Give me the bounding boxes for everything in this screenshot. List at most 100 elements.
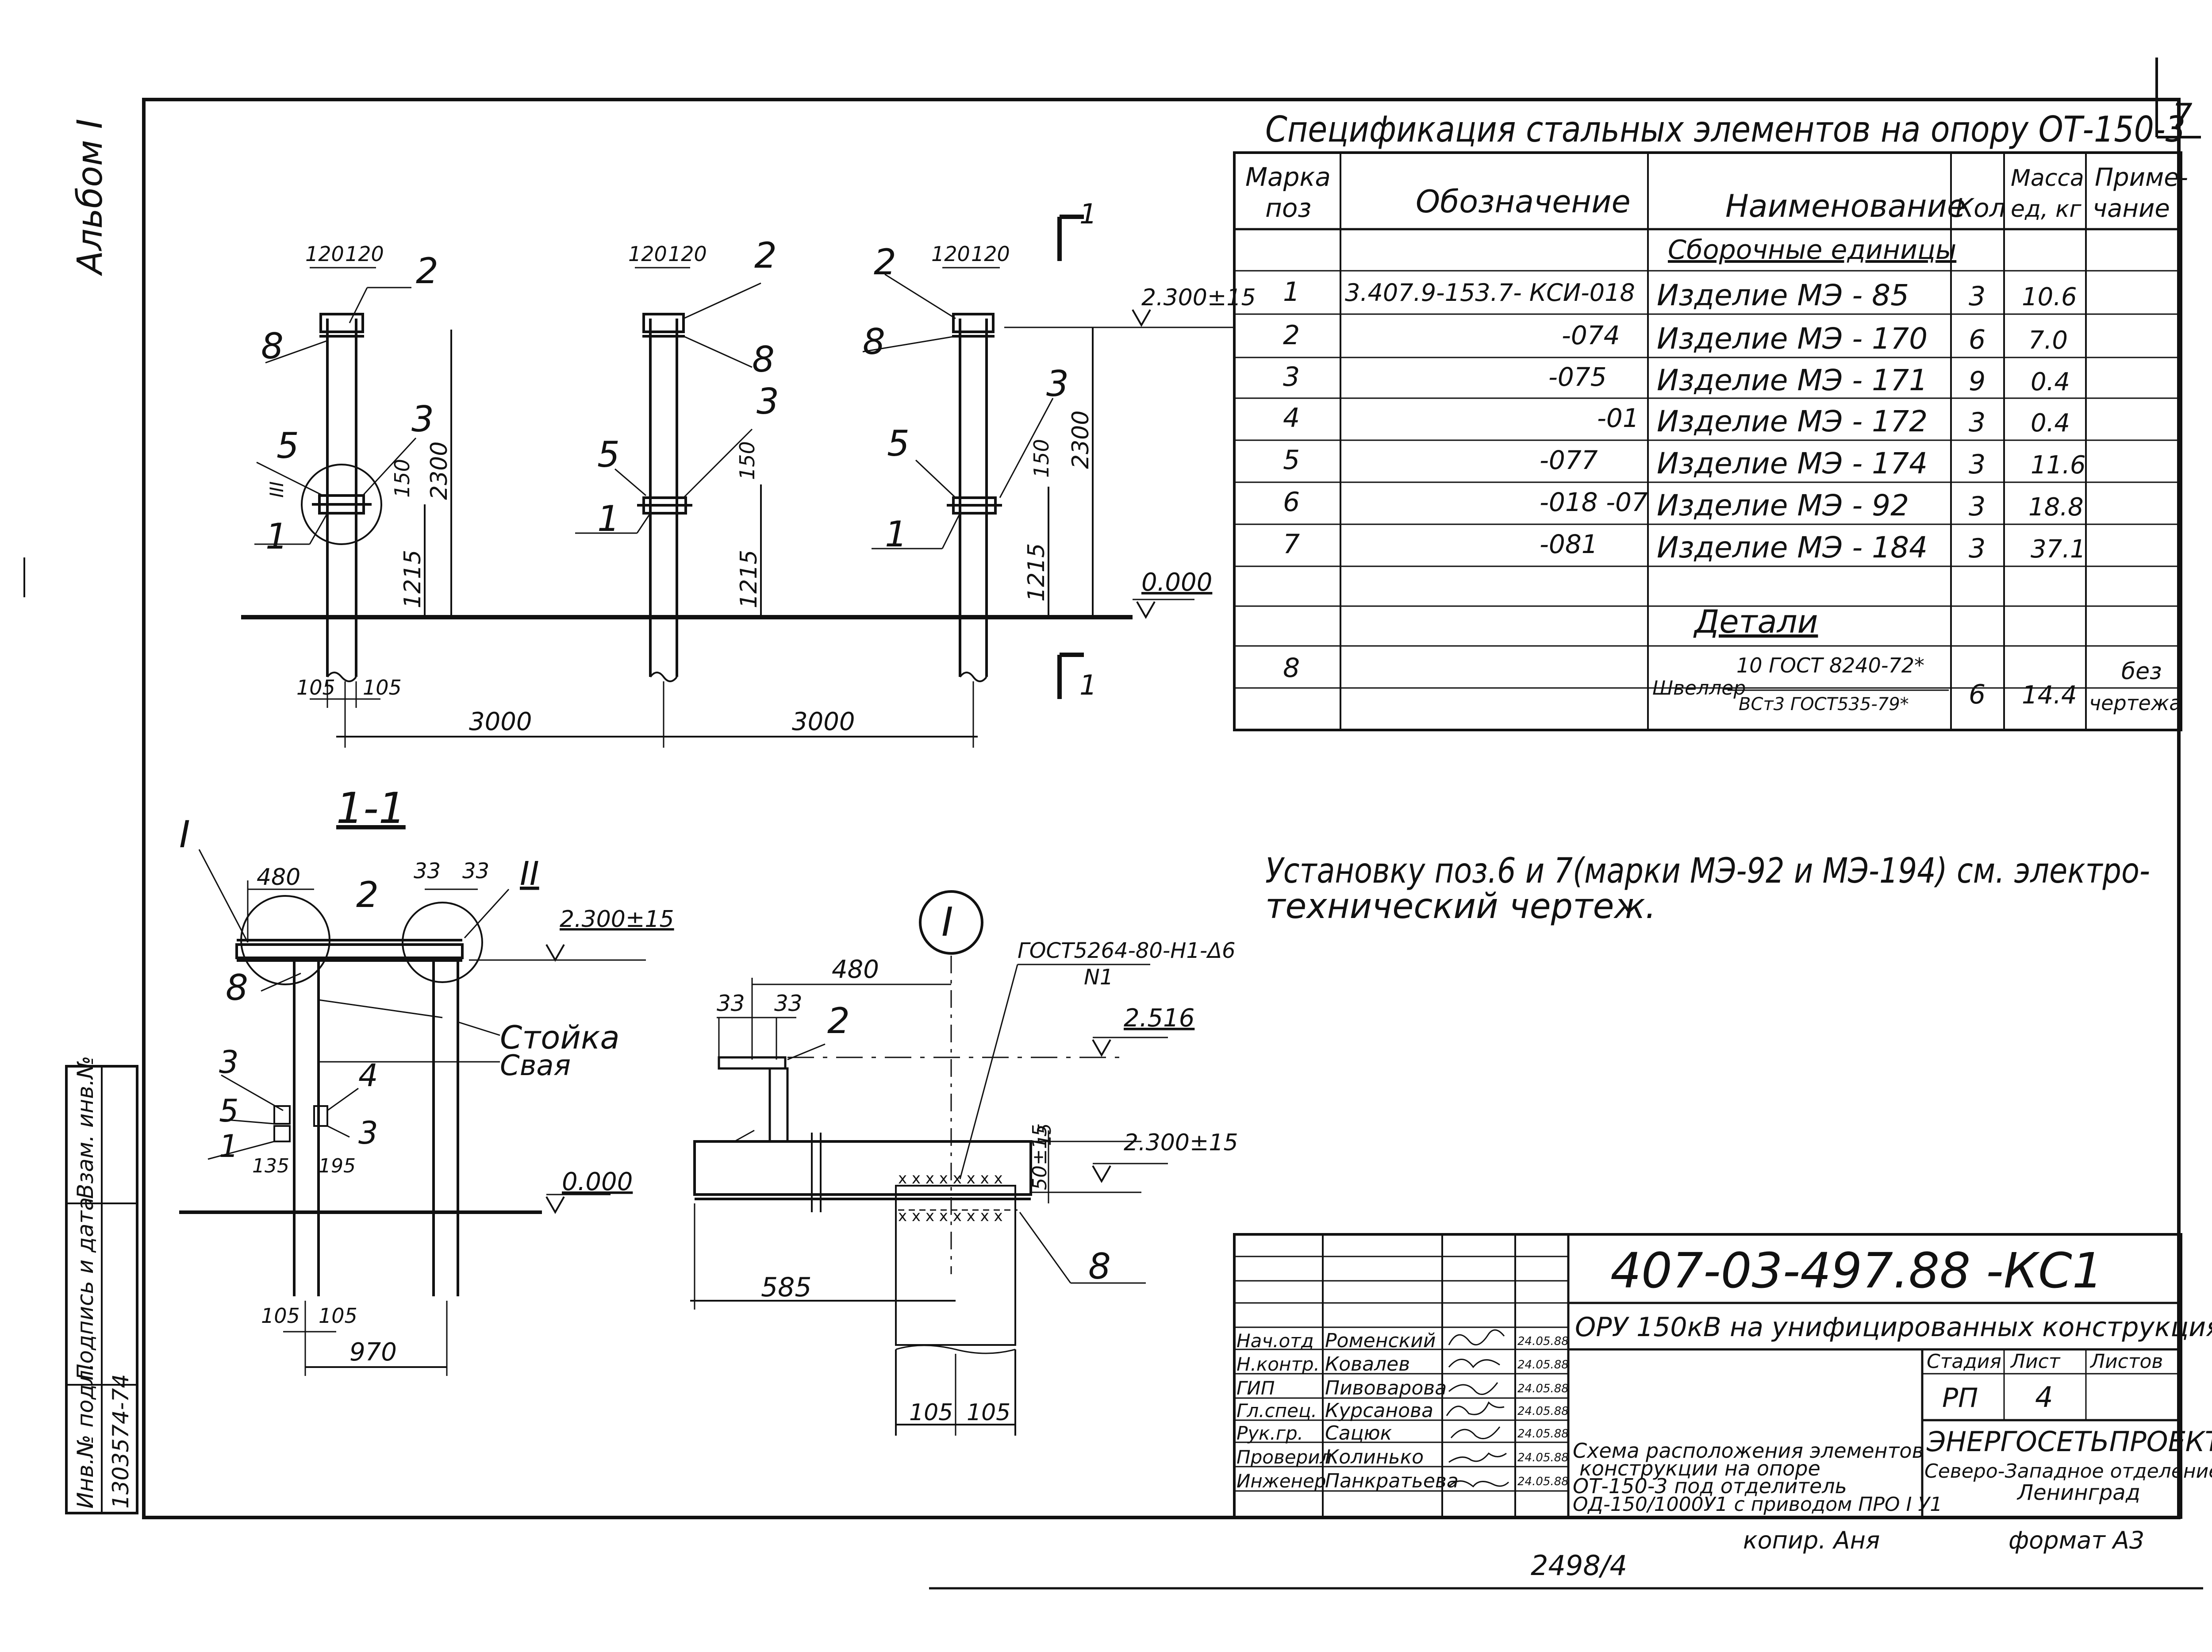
spec-cell-qty: 3	[1969, 407, 1985, 438]
node-level-2300: 2.300±15	[1124, 1130, 1238, 1156]
elev-pos-5-c: 5	[887, 423, 910, 464]
elev-level-2300: 2.300±15	[1141, 284, 1256, 311]
spec-cell-poz: 3	[1283, 361, 1300, 392]
spec-cell-qty: 3	[1969, 491, 1985, 522]
staff-date: 24.05.88	[1517, 1405, 1569, 1418]
staff-name: Панкратьева	[1325, 1470, 1459, 1492]
sec-label-II: II	[520, 855, 539, 893]
node-roman-I: I	[941, 899, 953, 945]
spec-cell-mass: 0.4	[2031, 409, 2070, 438]
left-binding-stamp	[65, 1065, 138, 1514]
sec-pos-8: 8	[226, 967, 248, 1008]
spec-row-1: 1 3.407.9-153.7- КСИ-018 Изделие МЭ - 85…	[1283, 277, 2077, 312]
node-pos-2: 2	[827, 1000, 850, 1041]
spec-cell-name: Изделие МЭ - 170	[1657, 322, 1928, 356]
spec-header-prime: Приме-	[2095, 163, 2188, 192]
staff-role: Гл.спец.	[1237, 1400, 1317, 1421]
org-city: Ленинград	[2016, 1480, 2140, 1505]
sec-label-I: I	[179, 813, 190, 856]
spec-cell-name: Изделие МЭ - 171	[1657, 363, 1928, 397]
spec-cell-qty: 6	[1969, 324, 1985, 355]
spec-cell-name: Изделие МЭ - 85	[1657, 278, 1909, 312]
node-detail-view: x x x x x x x x x x x x x x x x	[690, 890, 1168, 1436]
elev-pos-8-c: 8	[863, 321, 885, 362]
elev-dim-1215-a: 1215	[399, 550, 426, 608]
spec-cell-poz: 2	[1283, 320, 1300, 351]
elev-pos-1-c: 1	[885, 514, 907, 555]
spec-cell-name: Изделие МЭ - 92	[1657, 488, 1909, 522]
spec-cell-mass: 37.1	[2031, 535, 2086, 564]
sec-dim-105-a: 105	[261, 1304, 300, 1328]
elev-pos-8-b: 8	[752, 339, 775, 380]
spec-cell-oboz: -075	[1548, 362, 1607, 392]
stamp-inv-number: 1303574-74	[108, 1374, 134, 1509]
staff-name: Роменский	[1325, 1329, 1436, 1352]
col-list: Лист	[2010, 1350, 2061, 1373]
elev-pos-2-a: 2	[416, 250, 438, 292]
svg-text:x x x x x x x x: x x x x x x x x	[898, 1170, 1003, 1187]
drawing-title-4: ОД-150/1000У1 с приводом ПРО I У1	[1573, 1493, 1942, 1516]
spec-cell-qty: 3	[1969, 281, 1985, 312]
col-stadiya: Стадия	[1927, 1350, 2001, 1373]
sec-level-2300: 2.300±15	[560, 906, 674, 933]
drawing-title-3: ОТ-150-3 под отделитель	[1573, 1474, 1847, 1498]
sec-dim-970: 970	[349, 1338, 397, 1367]
spec-cell-poz: 4	[1283, 403, 1300, 434]
staff-role: Нач.отд	[1237, 1330, 1314, 1352]
elev-dim-1215-b: 1215	[736, 550, 762, 608]
sec-pos-1: 1	[219, 1128, 239, 1164]
elev-dim-105-a: 105	[296, 676, 335, 699]
elev-dim-150-a: 150	[390, 459, 414, 498]
spec-cell-poz: 8	[1283, 653, 1300, 684]
svg-text:x x x x x x x x: x x x x x x x x	[898, 1207, 1003, 1225]
node-dim-50: 50±15	[1029, 1124, 1051, 1190]
sec-dim-135: 135	[252, 1155, 289, 1177]
elevation-view	[241, 215, 1234, 748]
spec-table-grid	[1233, 151, 2182, 731]
elev-pos-2-b: 2	[754, 235, 777, 276]
spec-cell-oboz: -018 -07	[1540, 487, 1648, 517]
node-dim-33-a: 33	[717, 991, 745, 1016]
staff-name: Курсанова	[1325, 1399, 1433, 1422]
drawing-title-1: Схема расположения элементов	[1573, 1439, 1924, 1463]
spec-row-3: 3 -075 Изделие МЭ - 171 9 0.4	[1283, 361, 2070, 397]
spec-cell-mass: 11.6	[2031, 451, 2086, 480]
album-label: Альбом I	[70, 119, 110, 277]
spec-row-6: 6 -018 -07 Изделие МЭ - 92 3 18.8	[1283, 487, 2084, 522]
note-line-1: Установку поз.6 и 7(марки МЭ-92 и МЭ-194…	[1265, 851, 2150, 891]
title-block-grid	[1233, 1233, 2182, 1519]
elev-dim-120-c: 120	[628, 242, 667, 266]
staff-name: Ковалев	[1325, 1353, 1410, 1375]
elev-pos-1-a: 1	[265, 516, 288, 557]
sec-dim-195: 195	[319, 1155, 356, 1177]
staff-name: Пивоварова	[1325, 1377, 1447, 1399]
spec-header-massa: Масса	[2011, 165, 2084, 192]
elev-dim-2300-a: 2300	[426, 442, 453, 500]
section-mark-bottom: 1	[1079, 669, 1097, 701]
org-branch: Северо-Западное отделение	[1924, 1460, 2212, 1483]
spec-row-5: 5 -077 Изделие МЭ - 174 3 11.6	[1283, 445, 2086, 480]
spec-cell-note-a: без	[2121, 658, 2162, 685]
spec-cell-mass: 14.4	[2022, 681, 2077, 710]
elev-dim-3000-b: 3000	[792, 707, 855, 736]
spec-cell-poz: 6	[1283, 487, 1300, 518]
staff-date: 24.05.88	[1517, 1358, 1569, 1372]
spec-header-massa-unit: ед, кг	[2011, 196, 2081, 223]
elev-pos-2-c: 2	[874, 242, 896, 283]
section-title: 1-1	[336, 784, 406, 833]
spec-cell-oboz: -01	[1597, 403, 1639, 433]
spec-cell-poz: 5	[1283, 445, 1300, 476]
signatures	[1446, 1329, 1509, 1488]
spec-header-kol: Кол	[1955, 193, 2006, 223]
sec-pos-2: 2	[356, 874, 379, 915]
spec-cell-oboz: 3.407.9-153.7- КСИ-018	[1345, 279, 1635, 307]
spec-cell-qty: 9	[1969, 366, 1985, 397]
elev-pos-3-c: 3	[1046, 363, 1069, 404]
spec-cell-oboz: -081	[1540, 529, 1598, 559]
staff-name: Колинько	[1325, 1446, 1424, 1468]
elev-dim-105-b: 105	[363, 676, 402, 699]
staff-list: Нач.отд Роменский 24.05.88 Н.контр. Кова…	[1237, 1329, 1569, 1492]
node-dim-585: 585	[761, 1272, 812, 1303]
spec-cell-qty: 3	[1969, 533, 1985, 564]
